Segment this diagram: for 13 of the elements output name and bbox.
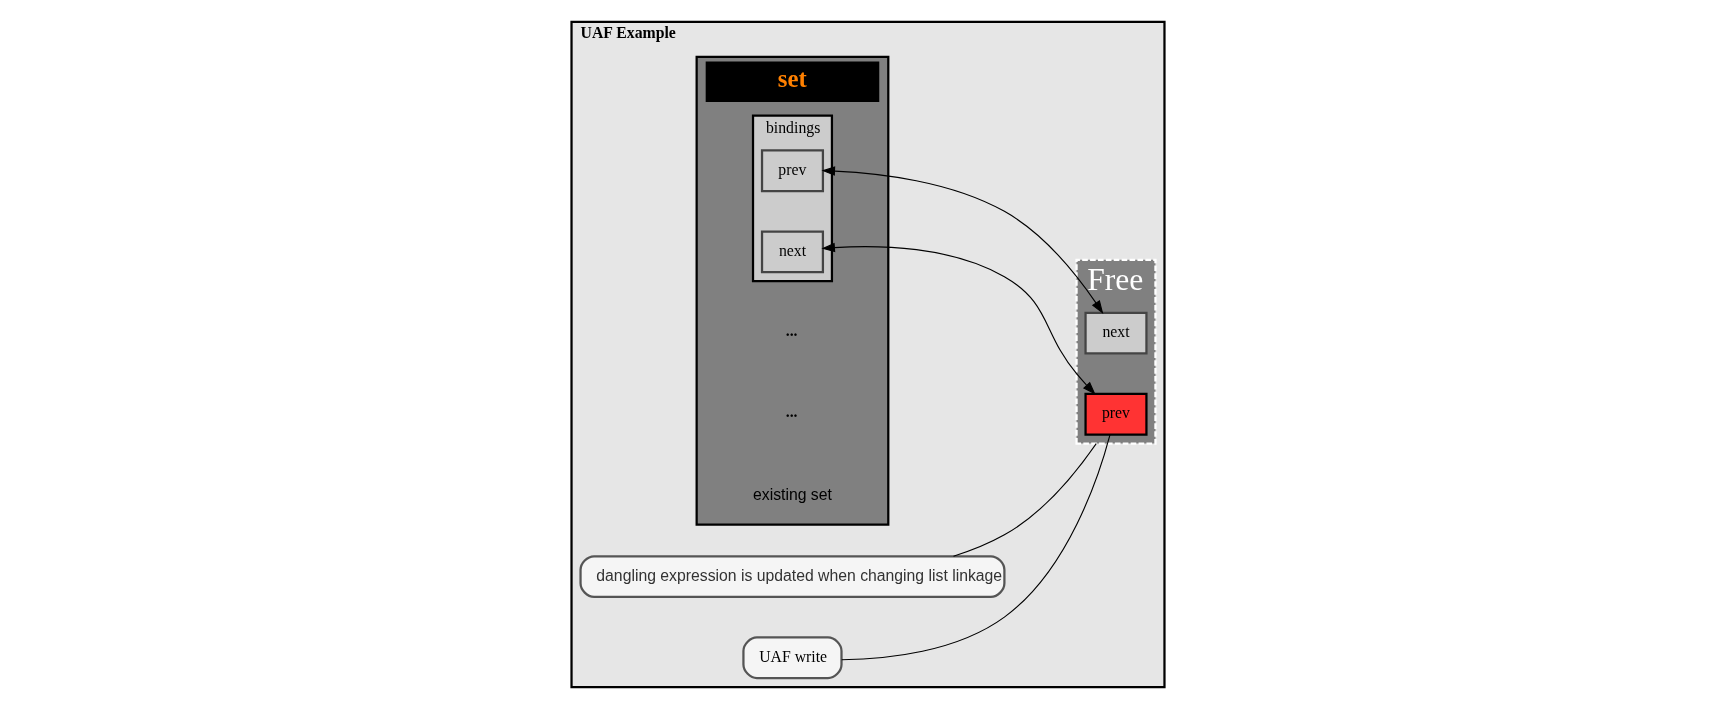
- connector: [952, 443, 1097, 557]
- connector: [841, 434, 1111, 661]
- node-box: dangling expression is updated when changing list linkage: [579, 555, 1006, 598]
- arrow: [821, 242, 1096, 395]
- node-label: existing set: [753, 485, 832, 503]
- node-text: ...: [785, 403, 798, 421]
- node-box: prev: [1084, 392, 1148, 436]
- node-box: next: [760, 230, 825, 274]
- node-text: ...: [785, 322, 798, 340]
- node-box: UAF write: [742, 636, 843, 680]
- node-box: next: [1084, 311, 1148, 355]
- node-box: prev: [760, 149, 825, 193]
- arrow: [821, 166, 1104, 314]
